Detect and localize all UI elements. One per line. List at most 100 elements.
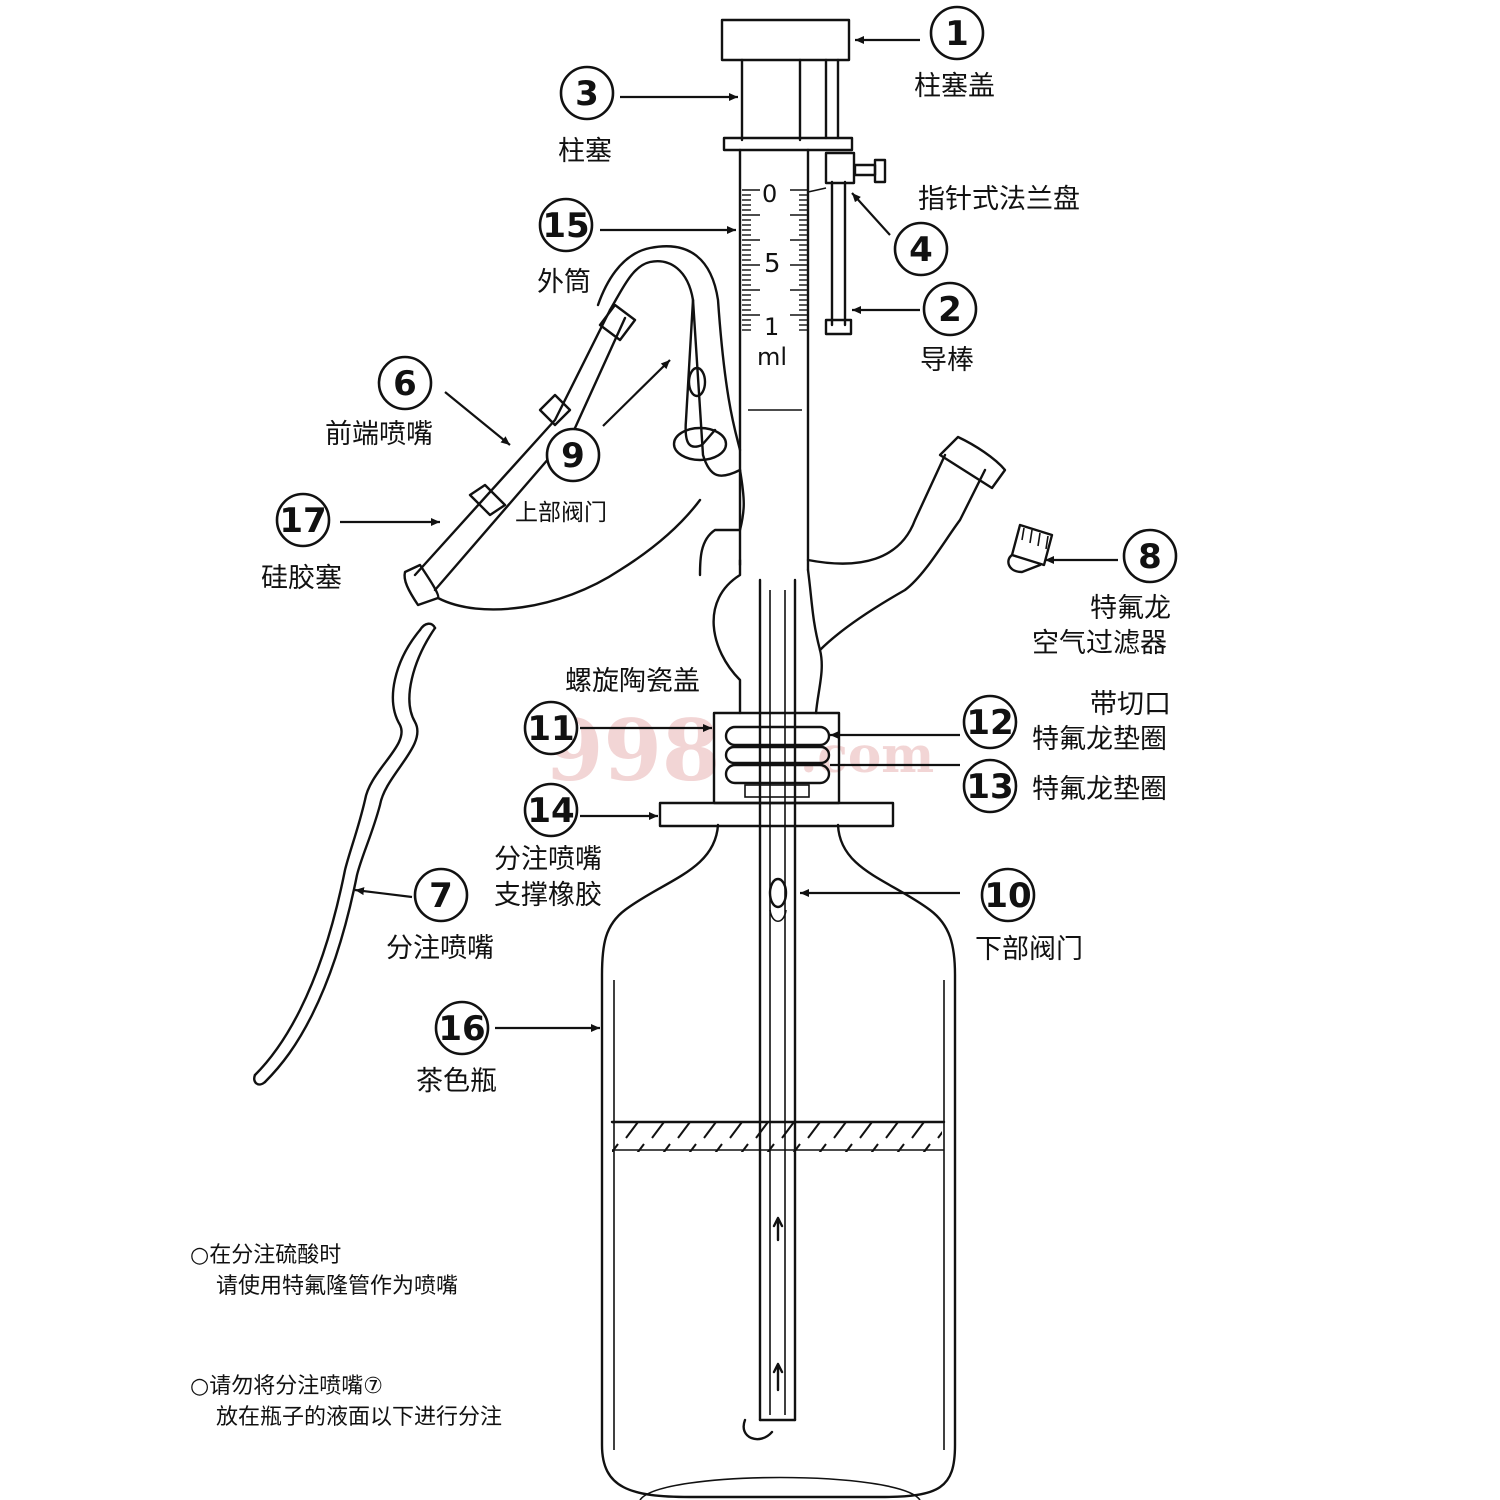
- callout-p10: 10: [980, 867, 1036, 923]
- dispensing-nozzle: [253, 628, 422, 1077]
- label-dispensing-nozzle: 分注喷嘴: [386, 933, 494, 964]
- label-notched-gasket-2: 特氟龙垫圈: [1032, 724, 1167, 755]
- callout-number: 15: [542, 206, 589, 246]
- side-arm-upper: [806, 453, 947, 565]
- upper-valve-assembly: [596, 245, 745, 577]
- callout-number: 13: [966, 767, 1013, 807]
- scale-unit-label: ml: [757, 343, 787, 371]
- guide-rod: [830, 180, 847, 327]
- callout-p12: 12: [962, 694, 1018, 750]
- label-lower-valve: 下部阀门: [975, 934, 1083, 965]
- label-guide-rod: 导棒: [920, 345, 974, 376]
- label-silicone-stopper: 硅胶塞: [261, 563, 342, 594]
- suction-tube: [742, 578, 797, 1441]
- scale-top-label: 0: [762, 180, 777, 208]
- callout-number: 6: [393, 364, 417, 404]
- label-plunger-cap: 柱塞盖: [914, 71, 995, 102]
- callout-number: 1: [945, 14, 969, 54]
- label-upper-valve: 上部阀门: [515, 500, 607, 526]
- callout-number: 3: [575, 74, 599, 114]
- part-labels: 柱塞盖 导棒 柱塞 指针式法兰盘 前端喷嘴 分注喷嘴 特氟龙 空气过滤器 上部阀…: [261, 71, 1171, 1097]
- callout-circle: [559, 65, 615, 121]
- note-1-line-2: 请使用特氟隆管作为喷嘴: [216, 1274, 458, 1299]
- guide-rod-top: [824, 58, 840, 140]
- callout-p17: 17: [275, 492, 331, 548]
- callout-number: 11: [527, 709, 574, 749]
- plunger-cap: [720, 18, 851, 62]
- pointer-knob: [873, 158, 887, 184]
- callout-circle: [922, 281, 978, 337]
- callout-circle: [377, 355, 433, 411]
- liquid-surface-hatch: [612, 1122, 942, 1152]
- callout-p8: 8: [1122, 528, 1178, 584]
- callout-p14: 14: [523, 782, 579, 838]
- callout-circle: [538, 197, 594, 253]
- label-notched-gasket-1: 带切口: [1090, 689, 1171, 720]
- callout-circle: [980, 867, 1036, 923]
- callout-number: 12: [966, 703, 1013, 743]
- outer-cylinder: 0 5 1 ml: [738, 148, 810, 572]
- callout-number: 16: [438, 1009, 485, 1049]
- silicone-stopper: [403, 563, 440, 607]
- callout-number: 4: [909, 230, 933, 270]
- callout-number: 7: [429, 876, 453, 916]
- side-arm-lower: [818, 468, 987, 652]
- air-filter: [1007, 523, 1054, 574]
- callout-p3: 3: [559, 65, 615, 121]
- callout-circle: [962, 758, 1018, 814]
- callout-circle: [962, 694, 1018, 750]
- label-air-filter-1: 特氟龙: [1090, 593, 1171, 624]
- label-plunger: 柱塞: [558, 136, 612, 167]
- watermark-suffix: .com: [800, 725, 934, 784]
- callout-p16: 16: [434, 1000, 490, 1056]
- label-support-rubber-2: 支撑橡胶: [494, 880, 602, 911]
- callout-circle: [545, 427, 601, 483]
- callout-p2: 2: [922, 281, 978, 337]
- callout-circle: [275, 492, 331, 548]
- note-1-line-1: ○在分注硫酸时: [190, 1243, 341, 1268]
- callout-circle: [523, 782, 579, 838]
- scale-mid-label: 5: [764, 249, 781, 279]
- label-air-filter-2: 空气过滤器: [1032, 628, 1167, 659]
- callout-number: 8: [1138, 537, 1162, 577]
- upper-valve-ring: [672, 426, 728, 462]
- amber-bottle: [600, 823, 957, 1500]
- callout-circle: [1122, 528, 1178, 584]
- note-2-line-1: ○请勿将分注喷嘴⑦: [190, 1374, 383, 1399]
- callout-p1: 1: [929, 5, 985, 61]
- callout-number: 14: [527, 791, 574, 831]
- label-screw-cap: 螺旋陶瓷盖: [565, 666, 700, 697]
- guide-rod-end: [824, 318, 853, 336]
- pointer-knob-stem: [853, 163, 877, 177]
- leader-lines: [340, 36, 1118, 1032]
- watermark: 998 .com: [545, 701, 934, 800]
- neck-left: [712, 558, 742, 715]
- nozzle-support-rubber: [658, 801, 895, 828]
- notes: ○在分注硫酸时 请使用特氟隆管作为喷嘴 ○请勿将分注喷嘴⑦ 放在瓶子的液面以下进…: [190, 1243, 502, 1430]
- label-support-rubber-1: 分注喷嘴: [494, 844, 602, 875]
- callout-p4: 4: [893, 221, 949, 277]
- pointer-flange: [824, 151, 856, 185]
- dispensing-nozzle-outer: [263, 626, 437, 1084]
- side-arm-port: [938, 435, 1007, 490]
- callout-number: 9: [561, 436, 585, 476]
- lower-valve-ball: [768, 877, 788, 909]
- callout-circle: [929, 5, 985, 61]
- screw-cap: [712, 711, 841, 805]
- label-pointer-flange: 指针式法兰盘: [918, 184, 1080, 215]
- upper-valve-ball: [687, 366, 707, 398]
- callout-circle: [434, 1000, 490, 1056]
- label-amber-bottle: 茶色瓶: [416, 1066, 497, 1097]
- callout-p9: 9: [545, 427, 601, 483]
- scale-bottom-label: 1: [764, 313, 779, 341]
- label-outer-cylinder: 外筒: [537, 267, 591, 298]
- callout-p15: 15: [538, 197, 594, 253]
- callout-p6: 6: [377, 355, 433, 411]
- plunger: [740, 58, 802, 142]
- callout-p13: 13: [962, 758, 1018, 814]
- neck-right: [806, 568, 823, 715]
- callout-p7: 7: [413, 867, 469, 923]
